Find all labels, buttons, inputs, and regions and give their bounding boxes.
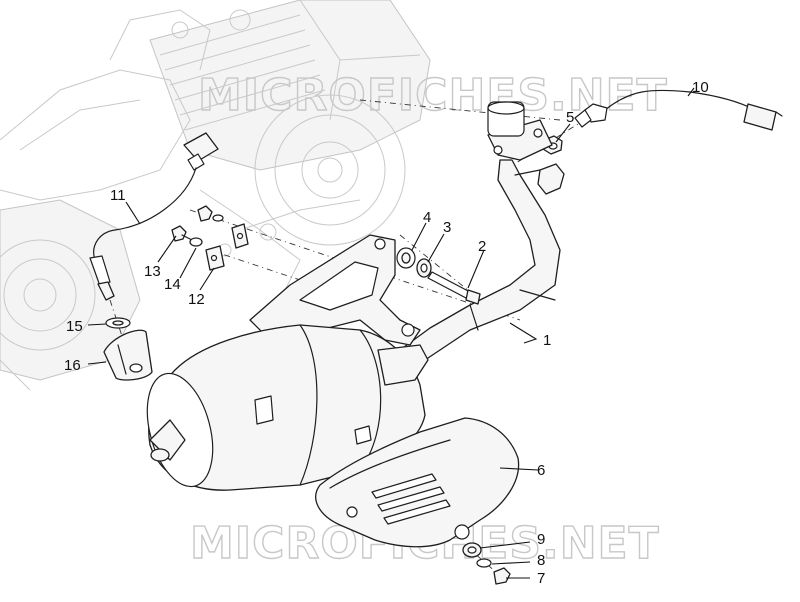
gasket-part-15 [105,317,131,329]
callout-10: 10 [692,79,709,96]
tailpipe-cover-part-16 [103,329,153,381]
washer-part-14 [189,237,203,247]
callout-7: 7 [537,570,545,587]
oxygen-sensor-rear [89,132,219,301]
grommet-part-9 [462,542,482,558]
callout-15: 15 [66,318,83,335]
callout-1: 1 [543,332,551,349]
oxygen-sensor-front [574,89,783,131]
washer-part-8 [476,558,492,568]
muffler-bracket [249,234,421,351]
callout-labels: 1 2 3 4 5 6 7 8 9 10 11 12 13 14 15 16 [64,79,709,587]
callout-12: 12 [188,291,205,308]
engine-ghost-outline [0,0,431,391]
callout-16: 16 [64,357,81,374]
callout-13: 13 [144,263,161,280]
callout-5: 5 [566,109,574,126]
callout-4: 4 [423,209,431,226]
exhaust-header-pipe [399,101,565,371]
callout-6: 6 [537,462,545,479]
screw-part-7 [493,567,511,585]
callout-3: 3 [443,219,451,236]
heat-shield [315,417,520,548]
callout-14: 14 [164,276,181,293]
screw-part-13 [171,225,193,242]
muffler-body [146,324,429,491]
lock-washer-part-3 [416,258,432,278]
leader-lines [87,87,695,579]
callout-11: 11 [110,187,126,204]
callout-2: 2 [478,238,486,255]
screw-small-upper [197,205,224,222]
callout-8: 8 [537,552,545,569]
bracket-part-12 [205,223,249,271]
washer-part-4 [396,247,416,269]
bolt-part-2 [427,271,481,305]
callout-9: 9 [537,531,545,548]
